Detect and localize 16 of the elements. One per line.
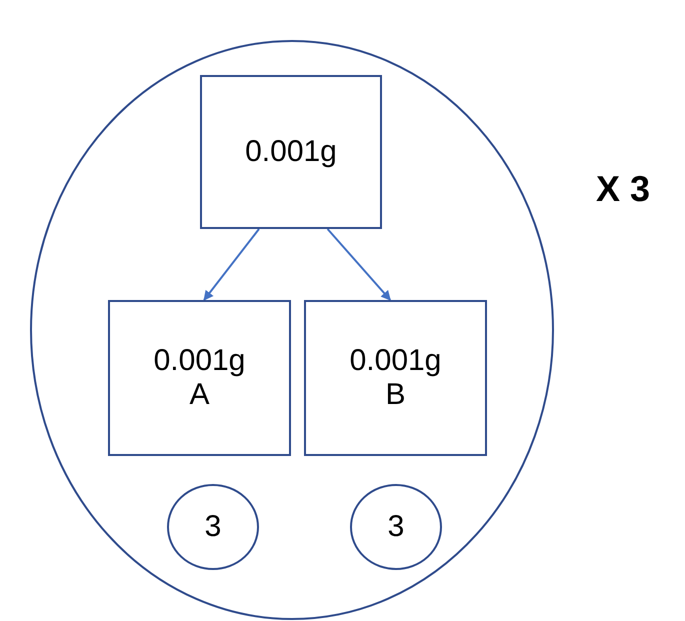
multiplier-label: X 3 [596,168,650,210]
group-ellipse [30,40,554,620]
arrow [326,228,392,301]
arrow [203,228,260,301]
node-text: B [385,378,406,412]
sample-box [304,300,487,456]
count-circle [167,484,259,570]
sample-box [108,300,291,456]
node-text: 3 [204,510,222,544]
sample-box [200,75,382,229]
node-text: A [189,378,210,412]
node-text: 0.001g [154,344,246,378]
node-text: 0.001g [245,134,337,170]
node-text: 3 [388,510,404,544]
node-text: 0.001g [350,344,442,378]
count-circle [350,484,442,570]
